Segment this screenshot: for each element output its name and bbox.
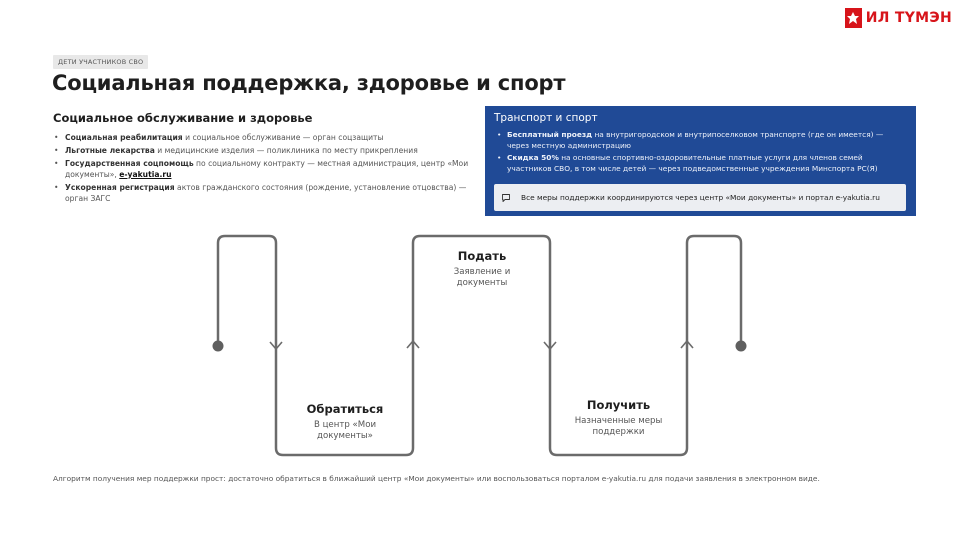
step-title: Обратиться (306, 402, 384, 416)
note-text: Все меры поддержки координируются через … (521, 193, 880, 202)
transport-list: Бесплатный проезд на внутригородском и в… (494, 130, 907, 174)
arrow-up-icon (680, 339, 694, 349)
list-item: Скидка 50% на основные спортивно-оздоров… (494, 153, 907, 174)
step-receive: Получить Назначенные меры поддержки (560, 398, 677, 437)
health-heading: Социальное обслуживание и здоровье (53, 111, 313, 125)
health-section: Социальное обслуживание и здоровье Социа… (53, 111, 473, 206)
logo: ИЛ ТҮМЭН (845, 8, 952, 28)
step-submit: Подать Заявление и документы (427, 249, 537, 288)
list-item: Льготные лекарства и медицинские изделия… (53, 145, 473, 156)
transport-heading: Транспорт и спорт (494, 112, 598, 124)
step-apply: Обратиться В центр «Мои документы» (290, 402, 400, 441)
list-item: Социальная реабилитация и социальное обс… (53, 132, 473, 143)
list-item: Государственная соцпомощь по социальному… (53, 158, 473, 180)
health-list: Социальная реабилитация и социальное обс… (53, 132, 473, 204)
footer-text: Алгоритм получения мер поддержки прост: … (53, 474, 820, 483)
section-badge: ДЕТИ УЧАСТНИКОВ СВО (53, 55, 149, 69)
arrow-up-icon (406, 339, 420, 349)
coordination-note: Все меры поддержки координируются через … (494, 184, 906, 211)
list-item: Бесплатный проезд на внутригородском и в… (494, 130, 907, 151)
flow-end-dot (735, 340, 747, 352)
step-desc: Заявление и документы (453, 267, 511, 288)
e-yakutia-link[interactable]: e-yakutia.ru (119, 170, 172, 179)
logo-text: ИЛ ТҮМЭН (865, 10, 952, 26)
step-title: Подать (457, 249, 507, 263)
list-item: Ускоренная регистрация актов гражданског… (53, 182, 473, 204)
flow-start-dot (212, 340, 224, 352)
chat-icon (501, 193, 511, 203)
step-desc: В центр «Мои документы» (313, 420, 377, 441)
arrow-down-icon (543, 341, 557, 351)
step-desc: Назначенные меры поддержки (574, 416, 663, 437)
step-title: Получить (586, 398, 651, 412)
arrow-down-icon (269, 341, 283, 351)
logo-emblem-icon (845, 8, 862, 28)
page-title: Социальная поддержка, здоровье и спорт (52, 71, 566, 95)
